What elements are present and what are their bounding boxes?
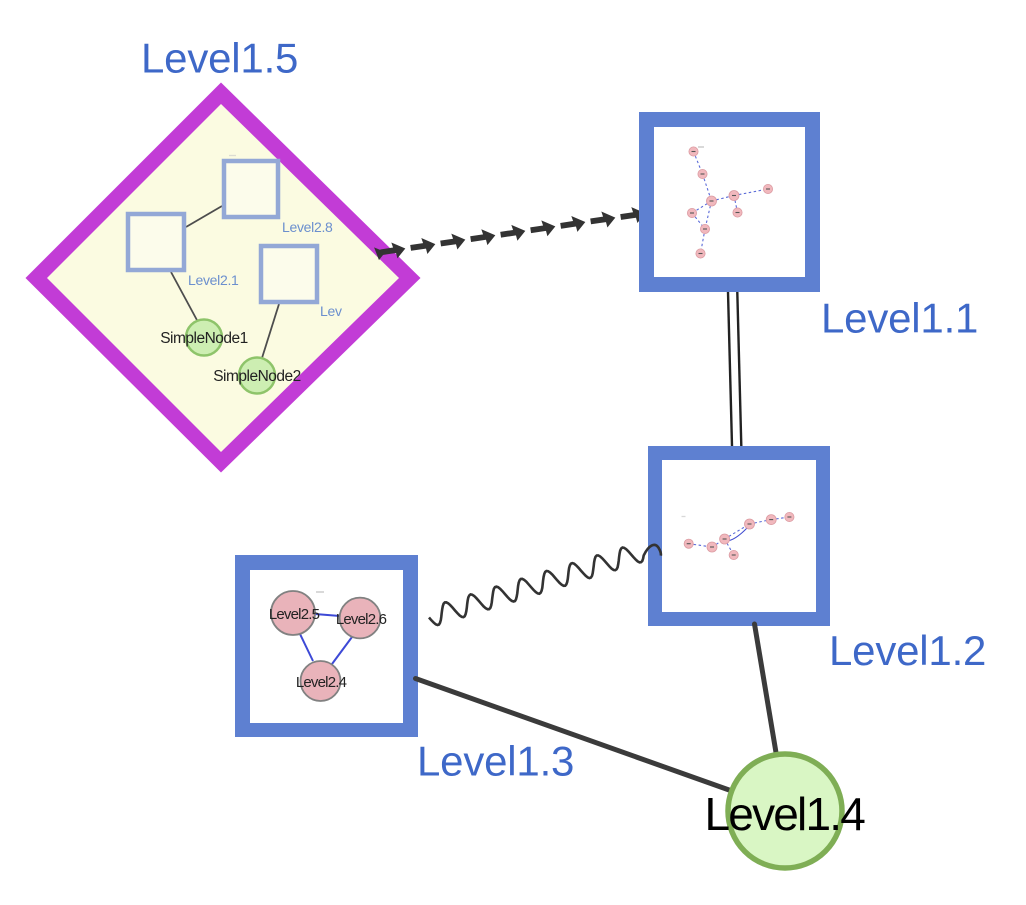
svg-text:Level1.4: Level1.4	[705, 788, 866, 840]
svg-text:Level1.3: Level1.3	[417, 738, 574, 785]
svg-text:Level1.1: Level1.1	[821, 295, 978, 342]
svg-text:Level1.2: Level1.2	[829, 627, 986, 674]
svg-text:Level2.4: Level2.4	[296, 674, 347, 691]
svg-text:SimpleNode2: SimpleNode2	[213, 368, 301, 385]
svg-text:Level2.6: Level2.6	[336, 611, 387, 628]
svg-text:Level2.5: Level2.5	[269, 606, 320, 623]
svg-text:Level2.8: Level2.8	[282, 219, 333, 235]
svg-text:Lev: Lev	[320, 303, 342, 319]
svg-text:Level2.1: Level2.1	[188, 272, 239, 288]
svg-text:Level1.5: Level1.5	[141, 35, 298, 82]
svg-text:SimpleNode1: SimpleNode1	[160, 330, 248, 347]
